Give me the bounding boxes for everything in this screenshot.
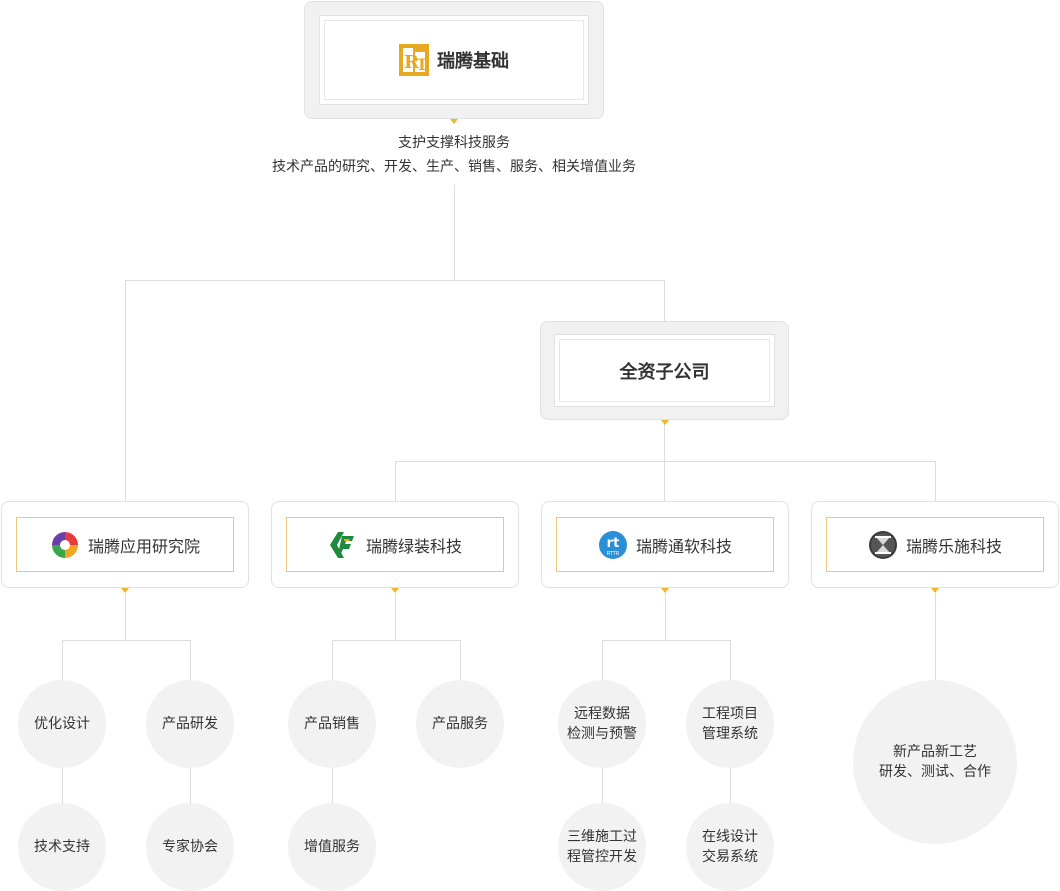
subsidiary-inner: 全资子公司 [554, 334, 775, 407]
accent-marker [661, 420, 669, 425]
connector [602, 768, 603, 803]
service-circle[interactable]: 在线设计交易系统 [686, 803, 774, 891]
connector [602, 640, 603, 680]
accent-marker [931, 588, 939, 593]
connector [332, 640, 333, 680]
service-circle[interactable]: 三维施工过程管控开发 [558, 803, 646, 891]
company-node-green[interactable]: 瑞腾绿装科技 [271, 501, 519, 588]
connector [125, 280, 126, 502]
connector [664, 280, 665, 322]
service-circle[interactable]: 产品服务 [416, 680, 504, 768]
accent-marker [391, 588, 399, 593]
accent-marker [121, 588, 129, 593]
connector [62, 640, 63, 680]
connector [62, 640, 190, 641]
connector [730, 768, 731, 803]
connector [62, 768, 63, 803]
rf-logo-icon [329, 531, 354, 558]
service-circle-large[interactable]: 新产品新工艺研发、测试、合作 [853, 680, 1017, 844]
service-circle[interactable]: 专家协会 [146, 803, 234, 891]
company-name: 瑞腾绿装科技 [365, 536, 462, 556]
root-desc-line1: 支护支撑科技服务 [398, 135, 510, 151]
root-desc-line2: 技术产品的研究、开发、生产、销售、服务、相关增值业务 [272, 159, 636, 175]
company-node-software[interactable]: rt RTTR 瑞腾通软科技 [541, 501, 789, 588]
connector [332, 640, 461, 641]
connector [454, 185, 455, 280]
connector [665, 593, 666, 640]
connector [125, 280, 665, 281]
root-title: 瑞腾基础 [437, 51, 509, 72]
root-inner: R T 瑞腾基础 [319, 15, 589, 105]
company-name: 瑞腾应用研究院 [87, 536, 200, 556]
subsidiary-group-node[interactable]: 全资子公司 [540, 321, 789, 420]
connector [395, 461, 396, 502]
service-circle[interactable]: 技术支持 [18, 803, 106, 891]
service-circle[interactable]: 产品销售 [288, 680, 376, 768]
svg-text:R: R [404, 52, 420, 73]
connector [460, 640, 461, 680]
rttr-logo-icon: rt RTTR [598, 530, 627, 559]
accent-marker [661, 588, 669, 593]
service-circle[interactable]: 工程项目管理系统 [686, 680, 774, 768]
connector [395, 593, 396, 640]
subsidiary-title: 全资子公司 [619, 361, 710, 383]
svg-text:rt: rt [607, 536, 620, 551]
rt-logo-icon: R T [399, 44, 429, 76]
connector [730, 640, 731, 680]
connector [395, 461, 936, 462]
company-node-lesh[interactable]: 瑞腾乐施科技 [811, 501, 1059, 588]
connector [664, 424, 665, 502]
hourglass-logo-icon [868, 530, 897, 559]
service-circle[interactable]: 产品研发 [146, 680, 234, 768]
svg-text:RTTR: RTTR [607, 551, 620, 557]
root-node[interactable]: R T 瑞腾基础 [304, 1, 604, 119]
service-circle[interactable]: 增值服务 [288, 803, 376, 891]
connector [332, 768, 333, 803]
connector [935, 593, 936, 681]
connector [190, 640, 191, 680]
connector [602, 640, 731, 641]
service-circle[interactable]: 远程数据检测与预警 [558, 680, 646, 768]
connector [125, 593, 126, 640]
svg-text:T: T [416, 55, 428, 74]
service-circle[interactable]: 优化设计 [18, 680, 106, 768]
root-description: 支护支撑科技服务 技术产品的研究、开发、生产、销售、服务、相关增值业务 [254, 131, 654, 179]
company-name: 瑞腾通软科技 [635, 536, 732, 556]
company-node-institute[interactable]: 瑞腾应用研究院 [1, 501, 249, 588]
company-name: 瑞腾乐施科技 [905, 536, 1002, 556]
connector [935, 461, 936, 502]
connector [190, 768, 191, 803]
accent-marker [450, 119, 458, 124]
swirl-logo-icon [50, 530, 79, 559]
